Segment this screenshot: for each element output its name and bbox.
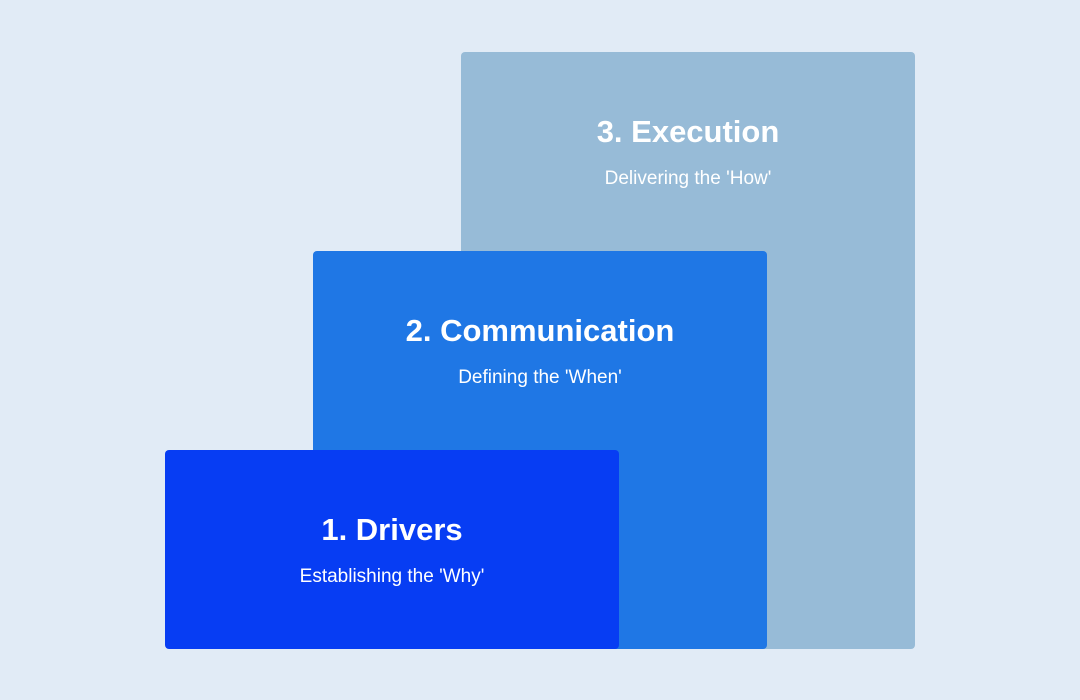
step-subtitle: Establishing the 'Why' (299, 566, 485, 587)
step-subtitle: Defining the 'When' (458, 367, 622, 388)
step-subtitle: Delivering the 'How' (604, 168, 772, 189)
step-title: 3. Execution (596, 114, 780, 149)
step-title: 2. Communication (405, 313, 675, 348)
step-drivers: 1. Drivers Establishing the 'Why' (165, 450, 619, 649)
step-title: 1. Drivers (321, 512, 463, 547)
